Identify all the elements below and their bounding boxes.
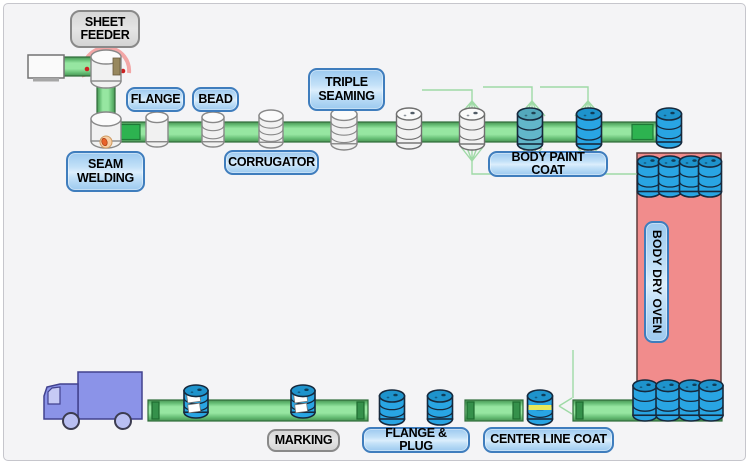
drum-icon <box>678 155 704 198</box>
label-flange-plug: FLANGE & PLUG <box>362 426 470 453</box>
label-body-dry-oven: BODY DRY OVEN <box>644 221 669 343</box>
roller-station-icon <box>258 109 284 149</box>
bottom-conveyor-middle <box>464 399 524 422</box>
sheet-feeder-machine-icon <box>27 54 126 82</box>
drum-icon <box>632 379 658 422</box>
truck-box <box>77 371 143 420</box>
drum-icon <box>575 107 603 151</box>
sheet-edge-dot <box>84 66 90 72</box>
sheet-edge-dot <box>120 68 126 74</box>
truck-wheel <box>114 412 132 430</box>
foreground-details <box>99 57 121 149</box>
roller-station-icon <box>201 111 225 148</box>
drum-icon <box>516 107 544 151</box>
conveyor-dark-segment <box>631 123 654 141</box>
drum-icon <box>636 155 662 198</box>
drum-icon <box>458 107 486 151</box>
drums-layer <box>90 49 724 426</box>
conveyor-dark-segment <box>118 123 141 141</box>
label-bead: BEAD <box>192 87 239 112</box>
label-flange: FLANGE <box>126 87 185 112</box>
drum-icon <box>698 379 724 422</box>
spray-supply-line <box>422 89 473 101</box>
drum-icon <box>655 107 683 149</box>
roller-station-icon <box>145 111 169 148</box>
flow-arrow-from-oven <box>558 350 574 415</box>
roller-station-icon <box>330 107 358 151</box>
drum-icon <box>657 155 683 198</box>
label-seam-welding: SEAM WELDING <box>66 151 145 192</box>
drum-icon <box>697 155 723 198</box>
bottom-conveyor-left <box>147 399 369 422</box>
drum-icon <box>655 379 681 422</box>
label-triple-seaming: TRIPLE SEAMING <box>308 68 385 111</box>
truck-icon <box>43 371 143 430</box>
label-center-line-coat: CENTER LINE COAT <box>483 427 614 453</box>
label-marking: MARKING <box>267 429 340 452</box>
label-body-paint-coat: BODY PAINT COAT <box>488 150 608 177</box>
drum-icon <box>426 389 454 426</box>
drum-icon <box>183 384 209 419</box>
truck-wheel <box>62 412 80 430</box>
marking-label-sticker <box>187 402 202 414</box>
label-sheet-feeder: SHEET FEEDER <box>70 10 140 48</box>
weld-flame-icon <box>101 137 108 147</box>
label-corrugator: CORRUGATOR <box>224 150 319 175</box>
spray-supply-line <box>483 86 533 101</box>
spray-nozzle-icon <box>460 144 484 162</box>
spray-supply-line <box>540 86 589 101</box>
drum-icon <box>378 389 406 426</box>
drum-icon <box>290 384 316 419</box>
drum-icon <box>526 389 554 426</box>
steel-sheet-icon <box>112 57 121 76</box>
drum-icon <box>395 107 423 150</box>
truck-window <box>47 386 61 405</box>
marking-label-sticker <box>294 402 309 414</box>
